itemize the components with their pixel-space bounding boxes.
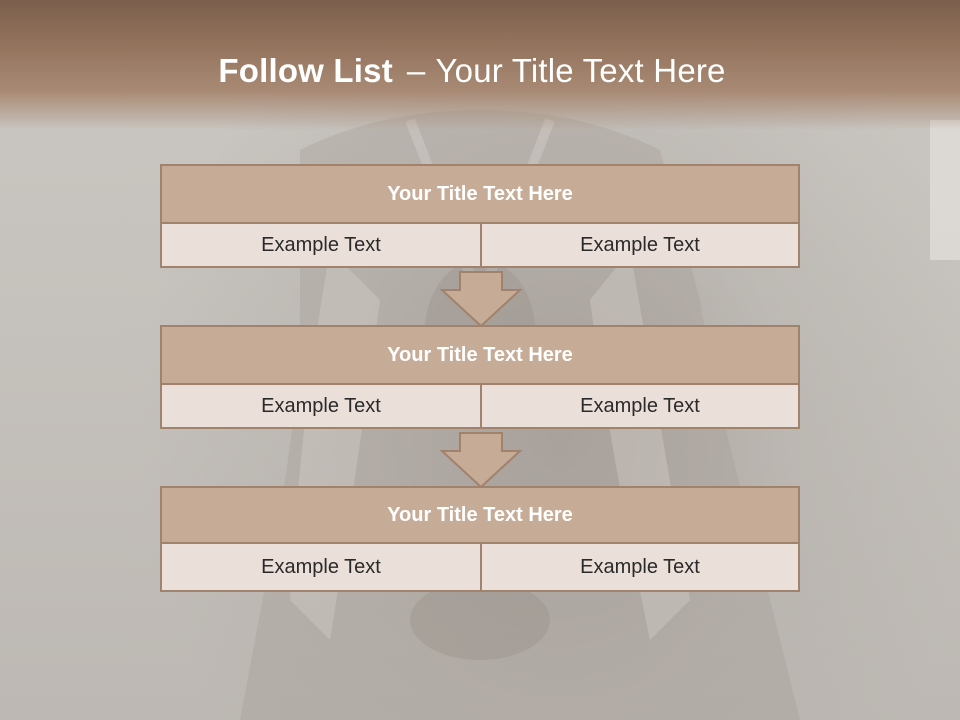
list-block-1: Your Title Text Here Example Text Exampl…: [160, 164, 800, 268]
slide-title-dash: –: [406, 52, 426, 89]
slide-title-rest: Your Title Text Here: [435, 52, 726, 89]
block-right-text: Example Text: [480, 224, 798, 266]
down-arrow-icon: [439, 271, 523, 328]
block-title: Your Title Text Here: [162, 488, 798, 544]
slide-title: Follow List–Your Title Text Here: [0, 52, 944, 90]
block-left-text: Example Text: [162, 544, 480, 590]
block-title: Your Title Text Here: [162, 327, 798, 385]
list-block-3: Your Title Text Here Example Text Exampl…: [160, 486, 800, 592]
down-arrow-icon: [439, 432, 523, 489]
header-band: [0, 0, 960, 130]
slide-title-bold: Follow List: [218, 52, 393, 89]
list-block-2: Your Title Text Here Example Text Exampl…: [160, 325, 800, 429]
block-left-text: Example Text: [162, 224, 480, 266]
block-title: Your Title Text Here: [162, 166, 798, 224]
block-right-text: Example Text: [480, 385, 798, 427]
block-left-text: Example Text: [162, 385, 480, 427]
block-right-text: Example Text: [480, 544, 798, 590]
